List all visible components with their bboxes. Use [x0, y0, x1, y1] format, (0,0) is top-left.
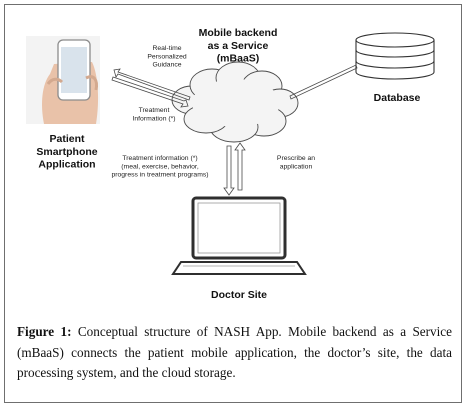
cloud-icon: [171, 61, 299, 143]
caption-text: Conceptual structure of NASH App. Mobile…: [17, 324, 452, 380]
database-label: Database: [374, 92, 421, 104]
smartphone-hand-icon: [26, 36, 100, 124]
database-icon: [355, 32, 435, 80]
guidance-arrow: [113, 68, 191, 101]
treatment-info-label-doctor: Treatment information (*)(meal, exercise…: [111, 155, 208, 179]
figure-caption: Figure 1: Conceptual structure of NASH A…: [17, 322, 452, 384]
treatment-info-arrow-to-cloud: [111, 76, 189, 108]
caption-label: Figure 1:: [17, 324, 72, 339]
laptop-icon: [171, 196, 307, 275]
prescribe-arrow: [234, 142, 246, 191]
cloud-database-connector: [289, 64, 358, 100]
treatment-info-arrow-to-doctor: [223, 145, 235, 196]
doctor-site-label: Doctor Site: [211, 289, 267, 301]
